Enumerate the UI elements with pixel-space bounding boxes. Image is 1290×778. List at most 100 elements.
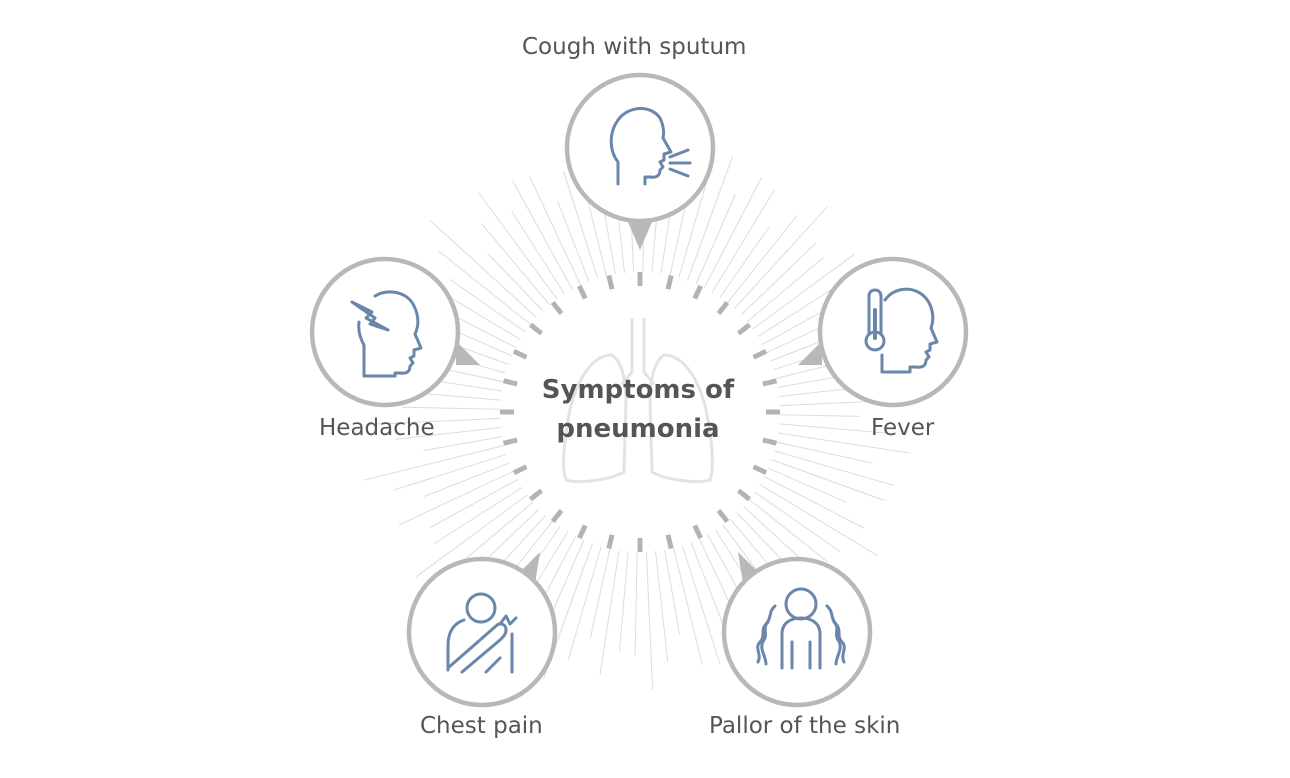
- ray-line: [429, 220, 537, 318]
- ray-line: [779, 423, 886, 434]
- ray-line: [398, 470, 514, 526]
- chest-pain-person-icon: [446, 592, 518, 674]
- dash-mark: [512, 464, 528, 475]
- ray-line: [734, 206, 828, 309]
- ray-line: [634, 551, 638, 657]
- inner-dash-ring: [500, 272, 780, 552]
- dash-mark: [550, 300, 564, 316]
- shivering-person-icon: [756, 587, 846, 670]
- headache-circle: [309, 256, 480, 408]
- ray-line: [478, 192, 558, 300]
- ray-line: [754, 491, 841, 553]
- ray-line: [395, 427, 501, 440]
- ray-line: [645, 551, 654, 690]
- ray-line: [764, 475, 864, 529]
- ray-line: [664, 549, 681, 635]
- symptom-label-fever: Fever: [871, 415, 935, 441]
- ray-line: [599, 550, 620, 676]
- ray-line: [776, 441, 873, 464]
- ray-line: [438, 250, 532, 325]
- symptom-label-pallor: Pallor of the skin: [709, 713, 901, 739]
- symptom-label-headache: Headache: [319, 415, 435, 441]
- ray-line: [740, 242, 817, 316]
- ray-line: [449, 278, 526, 333]
- dash-mark: [606, 274, 615, 290]
- ray-line: [759, 483, 879, 557]
- ray-line: [512, 180, 573, 290]
- dash-mark: [528, 322, 544, 336]
- ray-line: [690, 542, 728, 634]
- dash-mark: [752, 464, 768, 475]
- ray-line: [423, 462, 510, 497]
- ray-line: [681, 545, 721, 664]
- ray-line: [746, 257, 824, 323]
- dash-mark: [512, 349, 528, 360]
- ray-line: [752, 253, 855, 330]
- ray-line: [771, 459, 885, 501]
- ray-line: [778, 432, 909, 454]
- chest-pain-circle: [406, 552, 558, 708]
- ray-line: [673, 547, 703, 665]
- dash-mark: [762, 437, 778, 446]
- cough-circle: [564, 72, 716, 250]
- coughing-head-icon: [609, 107, 692, 186]
- ray-line: [487, 253, 544, 312]
- ray-line: [423, 436, 503, 452]
- dash-mark: [736, 488, 752, 502]
- diagram-title-line1: Symptoms of: [541, 375, 735, 405]
- dash-mark: [736, 322, 752, 336]
- ray-line: [429, 479, 518, 529]
- ray-line: [678, 175, 709, 278]
- ray-line: [619, 551, 629, 652]
- ray-line: [757, 286, 836, 338]
- ray-line: [727, 214, 798, 304]
- ray-line: [393, 453, 507, 491]
- dash-mark: [502, 437, 518, 446]
- ray-line: [669, 196, 688, 276]
- dash-mark: [762, 378, 778, 387]
- dash-mark: [665, 274, 674, 290]
- dash-mark: [716, 300, 730, 316]
- ray-line: [415, 494, 528, 578]
- ray-line: [563, 171, 599, 279]
- ray-line: [567, 546, 602, 660]
- ray-line: [687, 156, 734, 281]
- ray-line: [655, 551, 669, 663]
- ray-line: [557, 201, 590, 282]
- fever-circle: [798, 256, 969, 408]
- dash-mark: [692, 524, 703, 540]
- dash-mark: [528, 488, 544, 502]
- headache-lightning-icon: [350, 290, 423, 378]
- ray-line: [434, 486, 523, 544]
- ray-line: [767, 467, 848, 504]
- dash-mark: [577, 284, 588, 300]
- dash-mark: [502, 378, 518, 387]
- ray-line: [589, 548, 611, 639]
- dash-mark: [606, 534, 615, 550]
- ray-line: [551, 539, 585, 614]
- dash-mark: [752, 349, 768, 360]
- ray-line: [481, 223, 551, 306]
- thermometer-head-icon: [864, 287, 939, 374]
- ray-line: [719, 226, 770, 298]
- ray-line: [364, 445, 505, 481]
- ray-line: [711, 189, 775, 293]
- ray-line: [401, 406, 501, 410]
- lungs-background-icon: [562, 318, 714, 484]
- symptom-label-cough: Cough with sputum: [522, 34, 747, 60]
- diagram-title-line2: pneumonia: [556, 414, 720, 444]
- ray-line: [529, 176, 582, 286]
- dash-mark: [665, 534, 674, 550]
- dash-mark: [577, 524, 588, 540]
- ray-line: [703, 177, 762, 288]
- ray-line: [368, 417, 501, 425]
- symptom-label-chest-pain: Chest pain: [420, 713, 543, 739]
- dash-mark: [716, 508, 730, 524]
- ray-line: [779, 414, 861, 417]
- ray-line: [774, 450, 894, 486]
- dash-mark: [692, 284, 703, 300]
- dash-mark: [550, 508, 564, 524]
- ray-line: [511, 211, 566, 295]
